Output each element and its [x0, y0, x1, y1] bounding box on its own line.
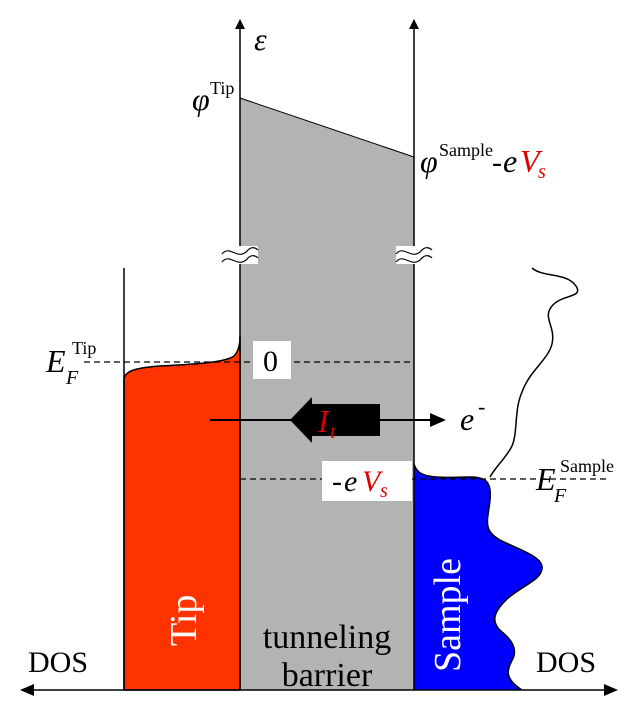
neg-ev-box [322, 461, 412, 501]
neg-ev-s: s [380, 480, 388, 502]
zero-level-label: 0 [263, 345, 278, 378]
current-subscript: t [330, 421, 336, 443]
sample-label: Sample [427, 558, 469, 672]
neg-ev-dash: - [332, 465, 342, 498]
ef-sample-symbol: E [535, 461, 556, 497]
electron-superscript: - [478, 394, 485, 419]
ef-tip-subscript: F [65, 367, 79, 389]
sample-axis-break [395, 246, 433, 264]
ef-tip-symbol: E [45, 343, 66, 379]
dos-axis-right-arrow [604, 684, 618, 696]
electron-arrow-head [430, 413, 446, 427]
sample-dos-region [414, 464, 543, 690]
dos-right-label: DOS [536, 646, 596, 679]
barrier-top-line [239, 97, 415, 158]
phi-tip-superscript: Tip [210, 78, 234, 98]
phi-sample-s: s [538, 161, 546, 183]
tunneling-barrier [240, 98, 414, 690]
sample-dos-curve [413, 463, 543, 691]
phi-sample-e: e [503, 143, 517, 179]
ef-sample-subscript: F [553, 485, 567, 507]
sample-dos-upper-curve [489, 267, 579, 478]
dos-axis-left-arrow [20, 684, 34, 696]
phi-tip-symbol: φ [192, 81, 210, 117]
electron-label: e [460, 401, 474, 437]
energy-axis-label: ε [254, 21, 267, 57]
current-label: I [317, 403, 330, 439]
tip-axis-break [221, 246, 259, 264]
phi-sample-symbol: φ [420, 143, 438, 179]
barrier-label-line2: barrier [282, 657, 373, 694]
phi-sample-dash: - [492, 146, 502, 179]
neg-ev-e: e [344, 465, 357, 498]
neg-ev-V: V [362, 465, 384, 498]
current-block-arrow [290, 397, 380, 443]
ef-sample-superscript: Sample [560, 456, 614, 476]
phi-sample-V: V [520, 143, 543, 179]
dos-left-label: DOS [28, 646, 88, 679]
ef-tip-superscript: Tip [72, 338, 96, 358]
barrier-label-line1: tunneling [263, 619, 391, 656]
tip-label: Tip [163, 595, 205, 646]
zero-level-box [253, 341, 291, 379]
phi-sample-superscript: Sample [439, 140, 493, 160]
